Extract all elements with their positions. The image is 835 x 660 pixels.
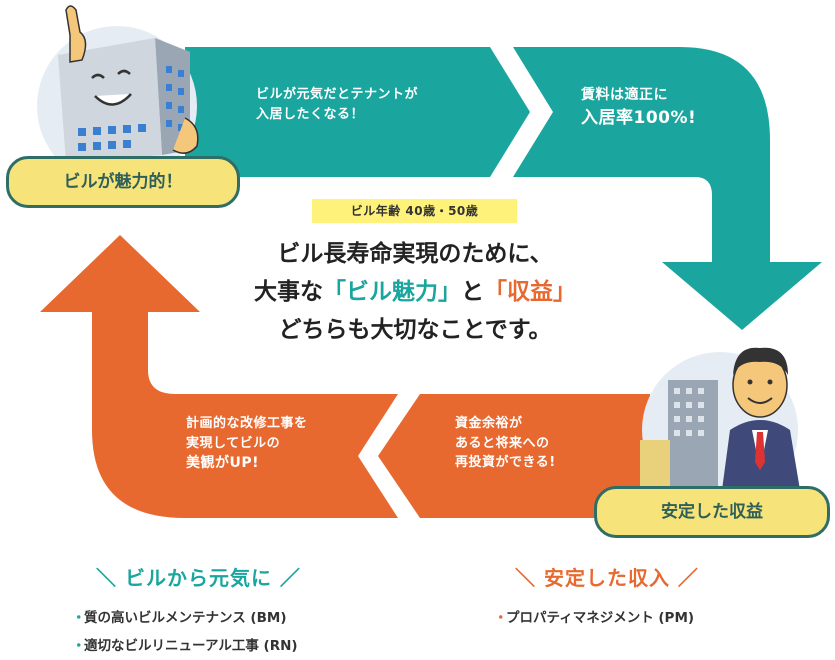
arrow-text-line: 計画的な改修工事を (186, 416, 308, 431)
teal-arrow-left (185, 47, 530, 177)
teal-arrow-right (513, 47, 822, 330)
arrow-text-line: 資金余裕が (455, 416, 523, 431)
arrow-text-line: 入居したくなる！ (256, 106, 365, 122)
bullet-dot: ・ (72, 610, 86, 626)
building-character-illustration (37, 5, 199, 186)
list-item: ・プロパティマネジメント (PM) (494, 604, 694, 632)
slash-decoration: ／ (669, 566, 699, 590)
stable-revenue-badge: 安定した収益 (594, 486, 830, 538)
orange-arrow-right (378, 394, 650, 518)
list-item: ・適切なビルリニューアル工事 (RN) (72, 632, 298, 660)
headline-term-attractiveness: 「ビル魅力」 (323, 279, 461, 305)
arrow-text-line: あると将来への (455, 435, 550, 451)
list-item-text: 適切なビルリニューアル工事 (RN) (84, 638, 298, 654)
arrow-text-line: ビルが元気だとテナントが (256, 87, 419, 102)
bottom-left-arrow-text: 計画的な改修工事を 実現してビルの 美観がUP! (186, 414, 308, 474)
top-right-arrow-text: 賃料は適正に 入居率100%! (581, 85, 696, 132)
section-title-text: 安定した収入 (543, 566, 670, 590)
bullet-dot: ・ (494, 610, 508, 626)
slash-decoration: ＼ (96, 566, 125, 590)
bottom-right-arrow-text: 資金余裕が あると将来への 再投資ができる! (455, 414, 556, 473)
headline-line-2: 大事な「ビル魅力」と「収益」 (180, 273, 650, 311)
headline-line-1: ビル長寿命実現のために、 (277, 241, 553, 267)
headline-text: と (461, 279, 484, 305)
top-left-arrow-text: ビルが元気だとテナントが 入居したくなる！ (256, 85, 418, 124)
businessman-illustration (640, 347, 800, 508)
headline-term-revenue: 「収益」 (484, 279, 576, 305)
slash-decoration: ＼ (515, 566, 544, 590)
list-item-text: プロパティマネジメント (PM) (506, 610, 695, 626)
arrow-text-line: 賃料は適正に (581, 87, 668, 103)
headline: ビル長寿命実現のために、 大事な「ビル魅力」と「収益」 どちらも大切なことです。 (180, 235, 650, 349)
right-section-list: ・プロパティマネジメント (PM) (494, 604, 694, 632)
headline-text: 大事な (254, 279, 323, 305)
slash-decoration: ／ (271, 566, 301, 590)
arrow-text-line: 美観がUP! (186, 455, 260, 471)
list-item: ・質の高いビルメンテナンス (BM) (72, 604, 298, 632)
building-age-badge: ビル年齢 40歳・50歳 (312, 199, 517, 223)
attractive-building-badge: ビルが魅力的！ (6, 156, 240, 208)
right-section-title: ＼ 安定した収入 ／ (515, 562, 699, 591)
orange-arrow-left (40, 235, 398, 518)
left-section-list: ・質の高いビルメンテナンス (BM) ・適切なビルリニューアル工事 (RN) (72, 604, 298, 660)
section-title-text: ビルから元気に (124, 566, 272, 590)
arrow-text-line: 再投資ができる! (455, 455, 556, 470)
headline-line-3: どちらも大切なことです。 (278, 317, 552, 343)
arrow-text-line: 入居率100%! (581, 108, 697, 128)
list-item-text: 質の高いビルメンテナンス (BM) (84, 610, 287, 626)
left-section-title: ＼ ビルから元気に ／ (96, 562, 301, 591)
bullet-dot: ・ (72, 638, 86, 654)
arrow-text-line: 実現してビルの (186, 435, 281, 451)
